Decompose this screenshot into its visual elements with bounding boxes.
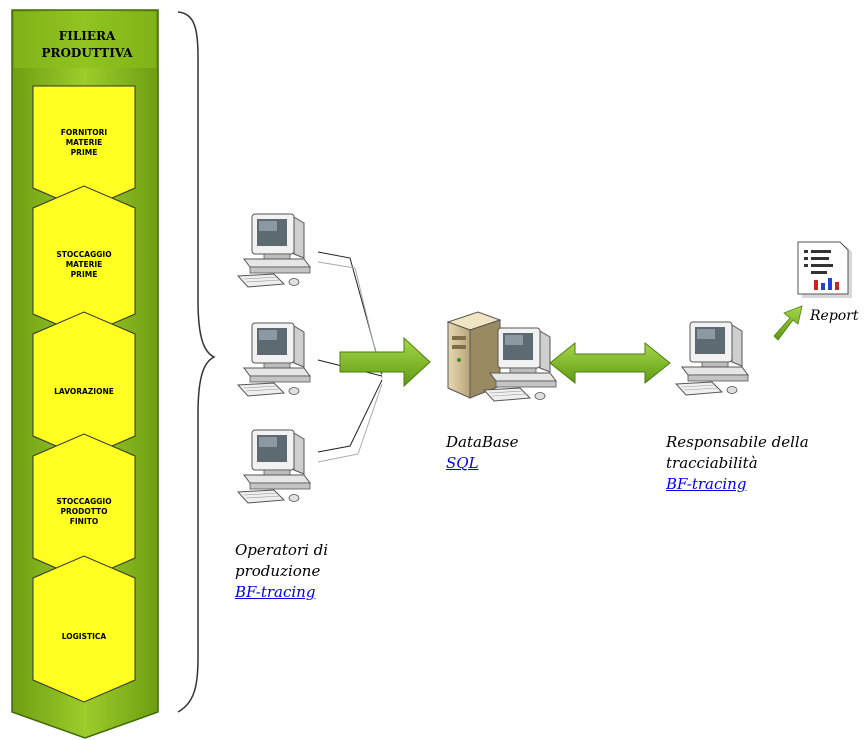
responsible-computer <box>675 321 749 396</box>
arrow-to-report <box>773 305 803 341</box>
responsible-label: Responsabile della tracciabilità BF-trac… <box>666 432 809 495</box>
operators-label-line-2: produzione <box>235 562 321 580</box>
arrow-database-responsible <box>549 341 671 385</box>
responsible-bf-tracing-link[interactable]: BF-tracing <box>666 475 747 493</box>
rail-title-line-1: FILIERA <box>58 29 116 43</box>
operators-label: Operatori di produzione BF-tracing <box>235 540 328 603</box>
responsible-label-line-2: tracciabilità <box>666 454 758 472</box>
operator-computer-1 <box>237 213 311 288</box>
report-icon <box>797 241 852 298</box>
operator-computer-2 <box>237 322 311 397</box>
curly-brace <box>177 11 216 713</box>
database-label: DataBase SQL <box>446 432 518 474</box>
database-sql-link[interactable]: SQL <box>446 454 479 472</box>
operators-label-line-1: Operatori di <box>235 541 329 559</box>
stage-chevron-3 <box>32 311 136 459</box>
stage-label-3: LAVORAZIONE <box>54 387 114 396</box>
stage-chevron-4 <box>32 433 136 581</box>
stage-chevrons <box>32 85 136 703</box>
operator-computer-3 <box>237 429 311 504</box>
stage-label-5: LOGISTICA <box>61 632 107 641</box>
network-lines <box>317 251 383 463</box>
database-server-icon <box>446 311 502 399</box>
stage-chevron-5 <box>32 555 136 703</box>
operators-bf-tracing-link[interactable]: BF-tracing <box>235 583 316 601</box>
rail-title-line-2: PRODUTTIVA <box>41 46 133 60</box>
report-label: Report <box>810 308 859 324</box>
stage-chevron-2 <box>32 185 136 337</box>
responsible-label-line-1: Responsabile della <box>666 433 809 451</box>
database-label-line-1: DataBase <box>446 433 519 451</box>
arrow-operators-to-database <box>339 336 431 388</box>
